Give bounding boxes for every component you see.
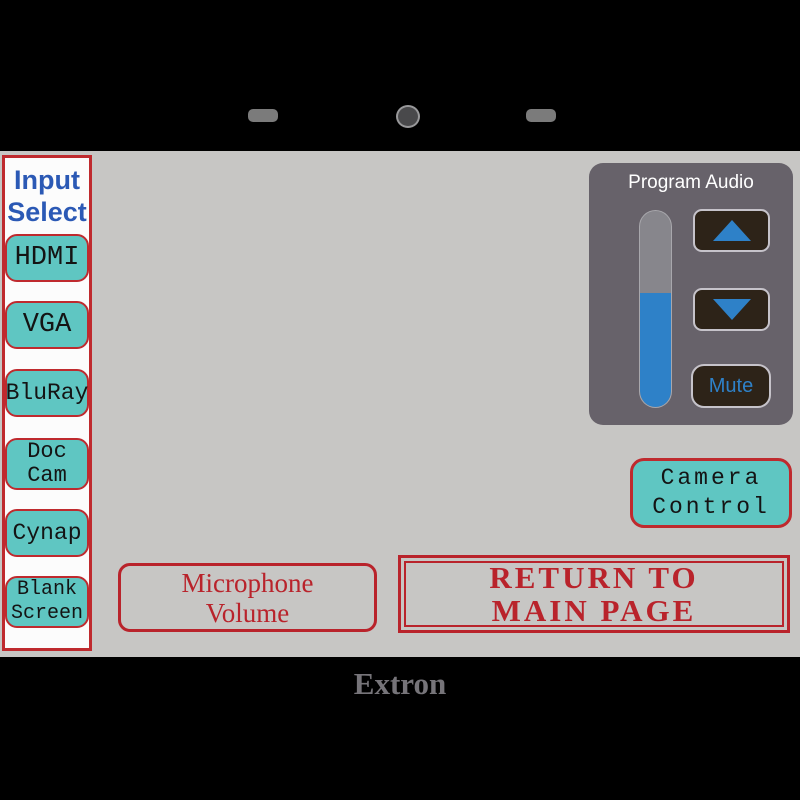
program-audio-title: Program Audio	[628, 172, 754, 193]
input-button-hdmi[interactable]: HDMI	[5, 234, 89, 282]
input-select-panel: Input Select HDMI VGA BluRay Doc Cam Cyn…	[2, 155, 92, 651]
volume-down-button[interactable]	[693, 288, 770, 331]
camera-control-button[interactable]: Camera Control	[630, 458, 792, 528]
bezel-speaker-right-icon	[526, 109, 556, 122]
return-main-page-label: RETURN TO MAIN PAGE	[404, 561, 784, 627]
input-button-blank-screen[interactable]: Blank Screen	[5, 576, 89, 628]
touch-screen: Input Select HDMI VGA BluRay Doc Cam Cyn…	[0, 151, 800, 657]
return-main-page-button[interactable]: RETURN TO MAIN PAGE	[398, 555, 790, 633]
volume-slider-fill	[640, 293, 671, 407]
input-select-title: Input Select	[7, 165, 87, 227]
microphone-volume-button[interactable]: Microphone Volume	[118, 563, 377, 632]
input-button-cynap[interactable]: Cynap	[5, 509, 89, 557]
input-button-bluray[interactable]: BluRay	[5, 369, 89, 417]
input-button-doc-cam[interactable]: Doc Cam	[5, 438, 89, 490]
triangle-up-icon	[712, 220, 751, 241]
bezel-speaker-left-icon	[248, 109, 278, 122]
extron-logo: Extron	[353, 666, 447, 701]
mute-button[interactable]: Mute	[691, 364, 771, 408]
program-audio-panel: Program Audio Mute	[589, 163, 793, 425]
input-button-vga[interactable]: VGA	[5, 301, 89, 349]
bezel-camera-lens-icon	[396, 105, 420, 128]
triangle-down-icon	[712, 299, 751, 320]
volume-up-button[interactable]	[693, 209, 770, 252]
volume-slider[interactable]	[639, 210, 672, 408]
